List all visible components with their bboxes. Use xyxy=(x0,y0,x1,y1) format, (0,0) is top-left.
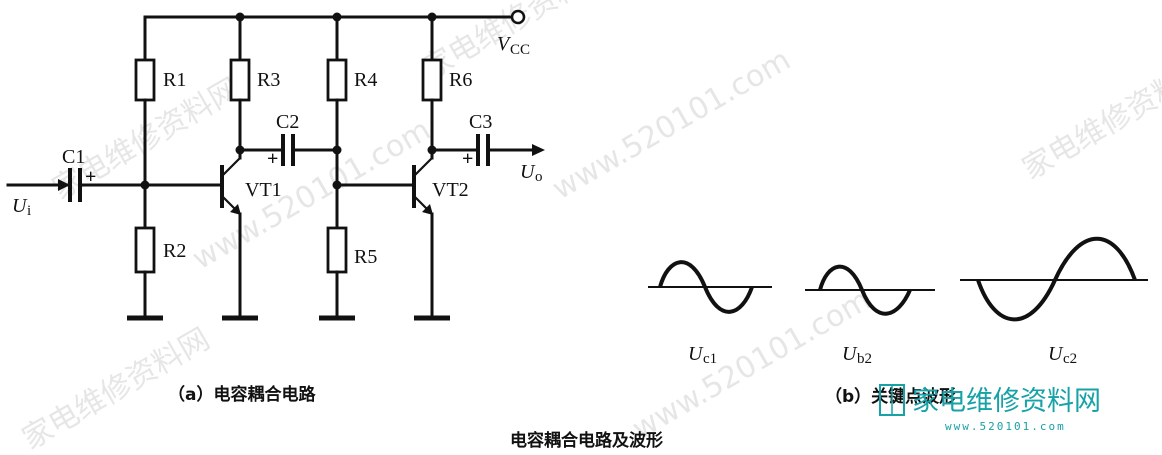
resistor-r1 xyxy=(134,58,156,102)
vt1-collector xyxy=(221,157,241,177)
resistor-r6 xyxy=(421,58,443,102)
r3-label: R3 xyxy=(257,69,280,91)
output-arrow xyxy=(532,144,545,156)
waveform-uc1 xyxy=(658,260,754,314)
site-logo: 家电维修资料网 www.520101.com xyxy=(879,384,1101,433)
waveform-uc1-sub: c1 xyxy=(703,351,717,367)
r2-label: R2 xyxy=(163,240,186,262)
watermark-url: www.520101.com xyxy=(547,42,797,207)
resistor-r5 xyxy=(326,226,348,274)
r6-label: R6 xyxy=(449,69,472,91)
waveform-uc2-label: U xyxy=(1048,343,1064,365)
r1-label: R1 xyxy=(163,69,186,91)
r4-label: R4 xyxy=(354,69,377,91)
circuit-a: V CC R1 R2 U i C1 + VT1 R xyxy=(6,9,545,321)
logo-text: 家电维修资料网 xyxy=(912,386,1101,417)
watermark-url: www.520101.com xyxy=(627,282,877,447)
c2-plus: + xyxy=(267,148,278,170)
c2-label: C2 xyxy=(276,111,299,133)
r5-label: R5 xyxy=(354,246,377,268)
caption-main: 电容耦合电路及波形 xyxy=(510,430,663,451)
caption-a: （a）电容耦合电路 xyxy=(168,384,316,405)
vt2-collector xyxy=(413,157,433,177)
waveform-ub2-label: U xyxy=(842,343,858,365)
vcc-terminal xyxy=(510,9,526,25)
waveform-ub2 xyxy=(818,264,912,316)
c1-plus: + xyxy=(85,166,96,188)
resistor-r3 xyxy=(229,58,251,102)
c3-label: C3 xyxy=(469,111,492,133)
caption-b: （b）关键点波形 xyxy=(825,386,956,407)
vcc-subscript: CC xyxy=(510,42,530,58)
waveforms-b: U c1 U b2 U c2 xyxy=(648,236,1148,367)
resistor-r2 xyxy=(134,226,156,274)
output-label: U xyxy=(520,161,536,183)
vt1-emitter-arrow xyxy=(230,204,241,215)
logo-url: www.520101.com xyxy=(945,420,1066,433)
input-subscript: i xyxy=(27,203,31,219)
c1-label: C1 xyxy=(62,146,85,168)
waveform-uc2-sub: c2 xyxy=(1063,351,1077,367)
junction-dot xyxy=(332,145,342,155)
waveform-ub2-sub: b2 xyxy=(857,351,872,367)
c3-plus: + xyxy=(462,148,473,170)
watermark-cn: 家电维修资料网 xyxy=(1017,52,1162,187)
resistor-r4 xyxy=(326,58,348,102)
waveform-uc2 xyxy=(976,236,1137,322)
output-subscript: o xyxy=(535,169,543,185)
waveform-uc1-label: U xyxy=(688,343,704,365)
vt2-emitter-arrow xyxy=(422,204,433,215)
vt2-label: VT2 xyxy=(432,179,469,201)
watermark-url: www.520101.com xyxy=(187,112,437,277)
input-label: U xyxy=(12,195,28,217)
vcc-label: V xyxy=(497,33,512,55)
vt1-label: VT1 xyxy=(245,179,282,201)
